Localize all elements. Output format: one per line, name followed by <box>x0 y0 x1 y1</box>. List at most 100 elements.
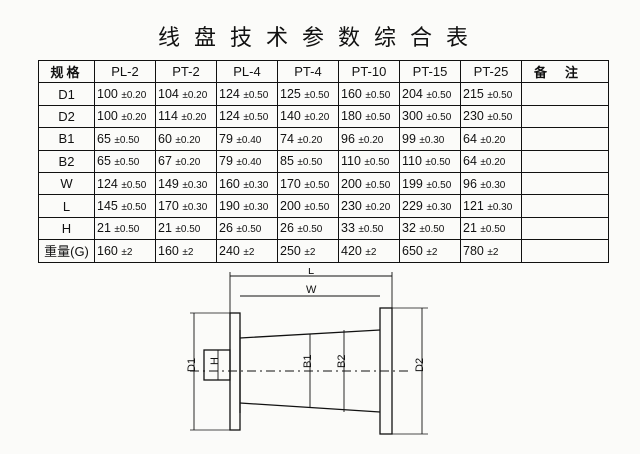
spool-drawing: L W D1 H B1 B2 D2 <box>186 268 428 435</box>
note-cell <box>521 149 609 173</box>
table-cell: 26 ±0.50 <box>216 216 278 241</box>
dim-label-B1: B1 <box>302 355 314 368</box>
cell-value: 300 <box>402 109 423 124</box>
cell-value: 110 <box>402 154 422 169</box>
table-cell: 230 ±0.20 <box>338 194 400 218</box>
table-cell: 160 ±2 <box>94 239 156 263</box>
header-model: PT-4 <box>277 59 339 84</box>
cell-tolerance: ±0.30 <box>419 134 445 146</box>
table-cell: 124 ±0.50 <box>216 104 278 129</box>
dim-label-L: L <box>308 268 314 277</box>
row-label: W <box>38 171 95 196</box>
note-cell <box>521 194 609 218</box>
table-cell: 170 ±0.50 <box>277 171 339 196</box>
cell-tolerance: ±0.30 <box>182 202 208 214</box>
cell-tolerance: ±2 <box>487 246 499 258</box>
table-cell: 200 ±0.50 <box>338 171 400 196</box>
table-cell: 215 ±0.50 <box>460 82 522 106</box>
cell-value: 250 <box>280 243 301 258</box>
table-cell: 160 ±2 <box>155 239 217 263</box>
cell-value: 780 <box>463 243 484 258</box>
cell-value: 65 <box>97 154 111 169</box>
cell-tolerance: ±0.30 <box>182 179 208 191</box>
cell-tolerance: ±0.50 <box>365 179 391 191</box>
cell-value: 104 <box>158 87 179 102</box>
table-cell: 67 ±0.20 <box>155 149 217 173</box>
dim-label-D1: D1 <box>186 358 198 372</box>
cell-tolerance: ±0.50 <box>175 224 201 236</box>
cell-tolerance: ±0.50 <box>243 112 269 124</box>
cell-tolerance: ±0.50 <box>236 224 262 236</box>
cell-value: 215 <box>463 87 484 102</box>
table-cell: 114 ±0.20 <box>155 104 217 129</box>
header-model: PL-4 <box>216 59 278 84</box>
cell-value: 96 <box>341 131 355 146</box>
cell-value: 145 <box>97 199 118 214</box>
note-cell <box>521 82 609 106</box>
cell-value: 160 <box>97 243 118 258</box>
row-label: L <box>38 194 95 218</box>
cell-tolerance: ±0.50 <box>487 90 513 102</box>
cell-tolerance: ±0.50 <box>114 157 140 169</box>
note-cell <box>521 216 609 241</box>
cell-tolerance: ±0.50 <box>425 157 451 169</box>
cell-tolerance: ±0.50 <box>114 134 140 146</box>
cell-tolerance: ±0.40 <box>236 157 262 169</box>
cell-tolerance: ±0.50 <box>487 112 513 124</box>
cell-value: 32 <box>402 221 416 236</box>
cell-value: 170 <box>158 199 179 214</box>
cell-value: 240 <box>219 243 240 258</box>
dim-label-H: H <box>209 357 221 365</box>
table-cell: 79 ±0.40 <box>216 149 278 173</box>
table-cell: 65 ±0.50 <box>94 149 156 173</box>
cell-tolerance: ±0.50 <box>114 224 140 236</box>
cell-tolerance: ±0.30 <box>243 179 269 191</box>
cell-value: 60 <box>158 131 172 146</box>
dim-label-D2: D2 <box>414 358 426 372</box>
table-cell: 145 ±0.50 <box>94 194 156 218</box>
cell-tolerance: ±0.20 <box>358 134 384 146</box>
cell-value: 21 <box>463 221 477 236</box>
cell-tolerance: ±2 <box>426 246 438 258</box>
table-cell: 190 ±0.30 <box>216 194 278 218</box>
cell-value: 650 <box>402 243 423 258</box>
cell-tolerance: ±0.50 <box>364 157 390 169</box>
cell-tolerance: ±0.50 <box>365 112 391 124</box>
table-cell: 85 ±0.50 <box>277 149 339 173</box>
table-cell: 65 ±0.50 <box>94 127 156 151</box>
cell-tolerance: ±0.50 <box>426 179 452 191</box>
table-cell: 124 ±0.50 <box>94 171 156 196</box>
cell-tolerance: ±2 <box>243 246 255 258</box>
cell-value: 67 <box>158 154 172 169</box>
row-label: D2 <box>38 104 95 129</box>
cell-value: 124 <box>219 87 240 102</box>
cell-value: 149 <box>158 176 179 191</box>
cell-tolerance: ±0.20 <box>480 134 506 146</box>
cell-value: 33 <box>341 221 355 236</box>
cell-tolerance: ±0.20 <box>175 157 201 169</box>
header-note: 备注 <box>521 59 609 84</box>
table-cell: 99 ±0.30 <box>399 127 461 151</box>
table-cell: 650 ±2 <box>399 239 461 263</box>
table-cell: 64 ±0.20 <box>460 149 522 173</box>
header-model: PT-25 <box>460 59 522 84</box>
table-cell: 199 ±0.50 <box>399 171 461 196</box>
cell-tolerance: ±0.50 <box>480 224 506 236</box>
table-cell: 230 ±0.50 <box>460 104 522 129</box>
cell-tolerance: ±0.50 <box>297 157 323 169</box>
table-cell: 110 ±0.50 <box>338 149 400 173</box>
table-cell: 21 ±0.50 <box>155 216 217 241</box>
cell-value: 230 <box>341 199 362 214</box>
cell-tolerance: ±0.50 <box>243 90 269 102</box>
cell-tolerance: ±0.30 <box>243 202 269 214</box>
cell-tolerance: ±0.50 <box>121 202 147 214</box>
cell-value: 26 <box>280 221 294 236</box>
table-cell: 420 ±2 <box>338 239 400 263</box>
cell-tolerance: ±2 <box>121 246 133 258</box>
note-cell <box>521 171 609 196</box>
table-cell: 121 ±0.30 <box>460 194 522 218</box>
